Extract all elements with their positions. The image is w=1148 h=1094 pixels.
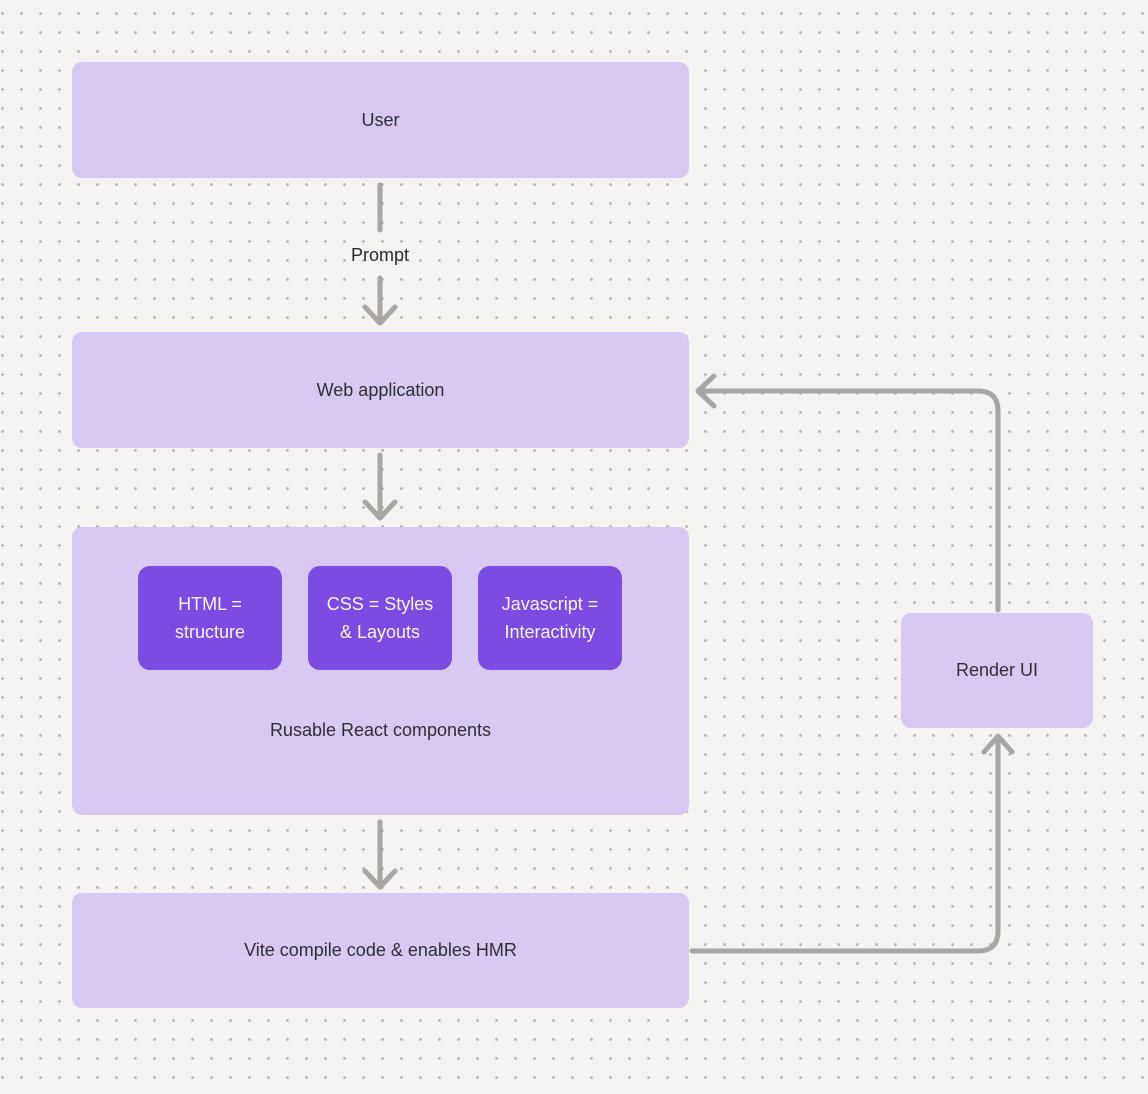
node-css-styles[interactable]: CSS = Styles & Layouts [308,566,452,670]
edge-label-prompt: Prompt [350,245,410,265]
node-render-ui[interactable]: Render UI [901,613,1093,728]
node-css-label: CSS = Styles & Layouts [326,594,434,642]
node-user[interactable]: User [72,62,689,178]
arrow-vite-to-renderui [689,733,1015,954]
node-render-ui-label: Render UI [955,660,1039,680]
caption-reusable-react-components: Rusable React components [269,720,492,740]
node-javascript-interactivity[interactable]: Javascript = Interactivity [478,566,622,670]
node-user-label: User [361,109,400,130]
arrow-components-to-vite [362,819,398,890]
node-vite-compile[interactable]: Vite compile code & enables HMR [72,893,689,1008]
node-html-structure[interactable]: HTML = structure [138,566,282,670]
group-react-components[interactable]: HTML = structure CSS = Styles & Layouts … [72,527,689,815]
node-web-application-label: Web application [316,379,445,400]
node-html-label: HTML = structure [174,594,246,642]
node-js-label: Javascript = Interactivity [501,594,599,642]
node-web-application[interactable]: Web application [72,332,689,448]
node-vite-label: Vite compile code & enables HMR [244,940,517,960]
arrow-renderui-to-webapp [695,373,1001,613]
arrow-webapp-to-components [362,452,398,521]
